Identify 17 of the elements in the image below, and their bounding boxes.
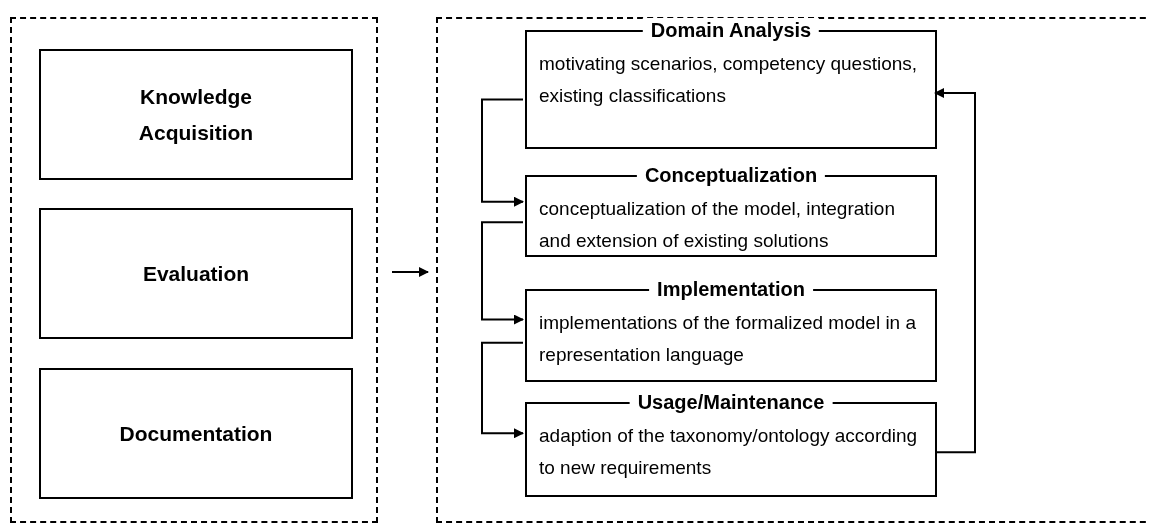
arrow bbox=[481, 98, 524, 207]
phase-heading: Domain Analysis bbox=[642, 18, 820, 42]
activity-label: Documentation bbox=[118, 420, 274, 447]
activity-label: Evaluation bbox=[141, 260, 251, 287]
activity-box bbox=[39, 49, 353, 180]
phase-description: conceptualization of the model, integration and extension of existing solutions bbox=[539, 197, 896, 253]
arrow bbox=[391, 267, 429, 277]
dashed-frame bbox=[10, 17, 378, 523]
phase-description: implementations of the formalized model in a representation language bbox=[539, 311, 918, 367]
activity-label: Knowledge Acquisition bbox=[137, 83, 255, 146]
arrow bbox=[481, 341, 524, 439]
arrow bbox=[934, 88, 976, 454]
phase-description: motivating scenarios, competency questions, existing classifications bbox=[539, 52, 919, 108]
activity-box bbox=[39, 208, 353, 339]
arrow bbox=[481, 221, 524, 325]
activity-box bbox=[39, 368, 353, 499]
phase-description: adaption of the taxonomy/ontology according to new requirements bbox=[539, 424, 919, 480]
